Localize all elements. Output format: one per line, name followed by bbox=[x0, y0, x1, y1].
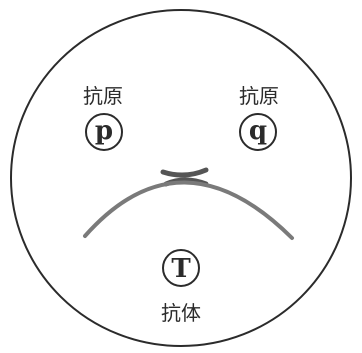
antigen-right-label: 抗原 bbox=[239, 84, 279, 108]
antigen-left-label: 抗原 bbox=[83, 84, 123, 108]
antibody-t-symbol: T bbox=[162, 249, 200, 287]
antibody-arc bbox=[83, 180, 294, 240]
antigen-q-letter: q bbox=[249, 116, 267, 146]
antibody-t-letter: T bbox=[171, 254, 191, 284]
outer-circle bbox=[10, 9, 352, 347]
antigen-p-symbol: p bbox=[85, 113, 123, 151]
antigen-p-letter: p bbox=[95, 116, 113, 146]
antigen-q-symbol: q bbox=[239, 113, 277, 151]
antibody-label: 抗体 bbox=[161, 301, 201, 325]
